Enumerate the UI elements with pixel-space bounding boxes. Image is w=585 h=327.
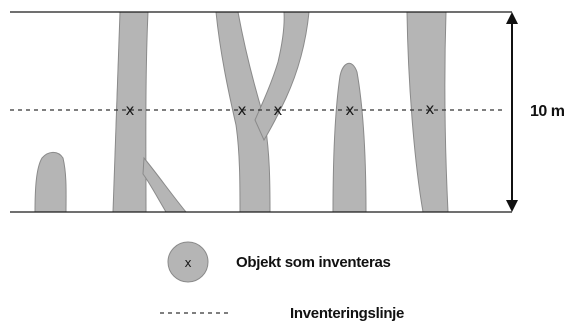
objects-group — [34, 11, 449, 213]
object-leaning-stem — [142, 156, 188, 213]
arrow-down-icon — [506, 200, 518, 212]
object-broad-stump — [332, 62, 367, 213]
object-mark-4: x — [346, 101, 355, 119]
legend-object-label: Objekt som inventeras — [236, 254, 391, 271]
arrow-up-icon — [506, 12, 518, 24]
object-mark-5: x — [426, 100, 435, 118]
width-label: 10 m — [530, 103, 565, 120]
legend: x Objekt som inventeras Inventeringslinj… — [160, 241, 404, 322]
object-forked-stem-right — [254, 11, 310, 142]
object-mark-1: x — [126, 101, 135, 119]
object-small-stump — [34, 151, 67, 213]
legend-line-label: Inventeringslinje — [290, 305, 404, 322]
object-mark-3: x — [274, 101, 283, 119]
object-mark-2: x — [238, 101, 247, 119]
legend-object-mark: x — [184, 256, 191, 270]
dimension-arrow — [506, 12, 518, 212]
legend-object-symbol — [167, 241, 209, 283]
